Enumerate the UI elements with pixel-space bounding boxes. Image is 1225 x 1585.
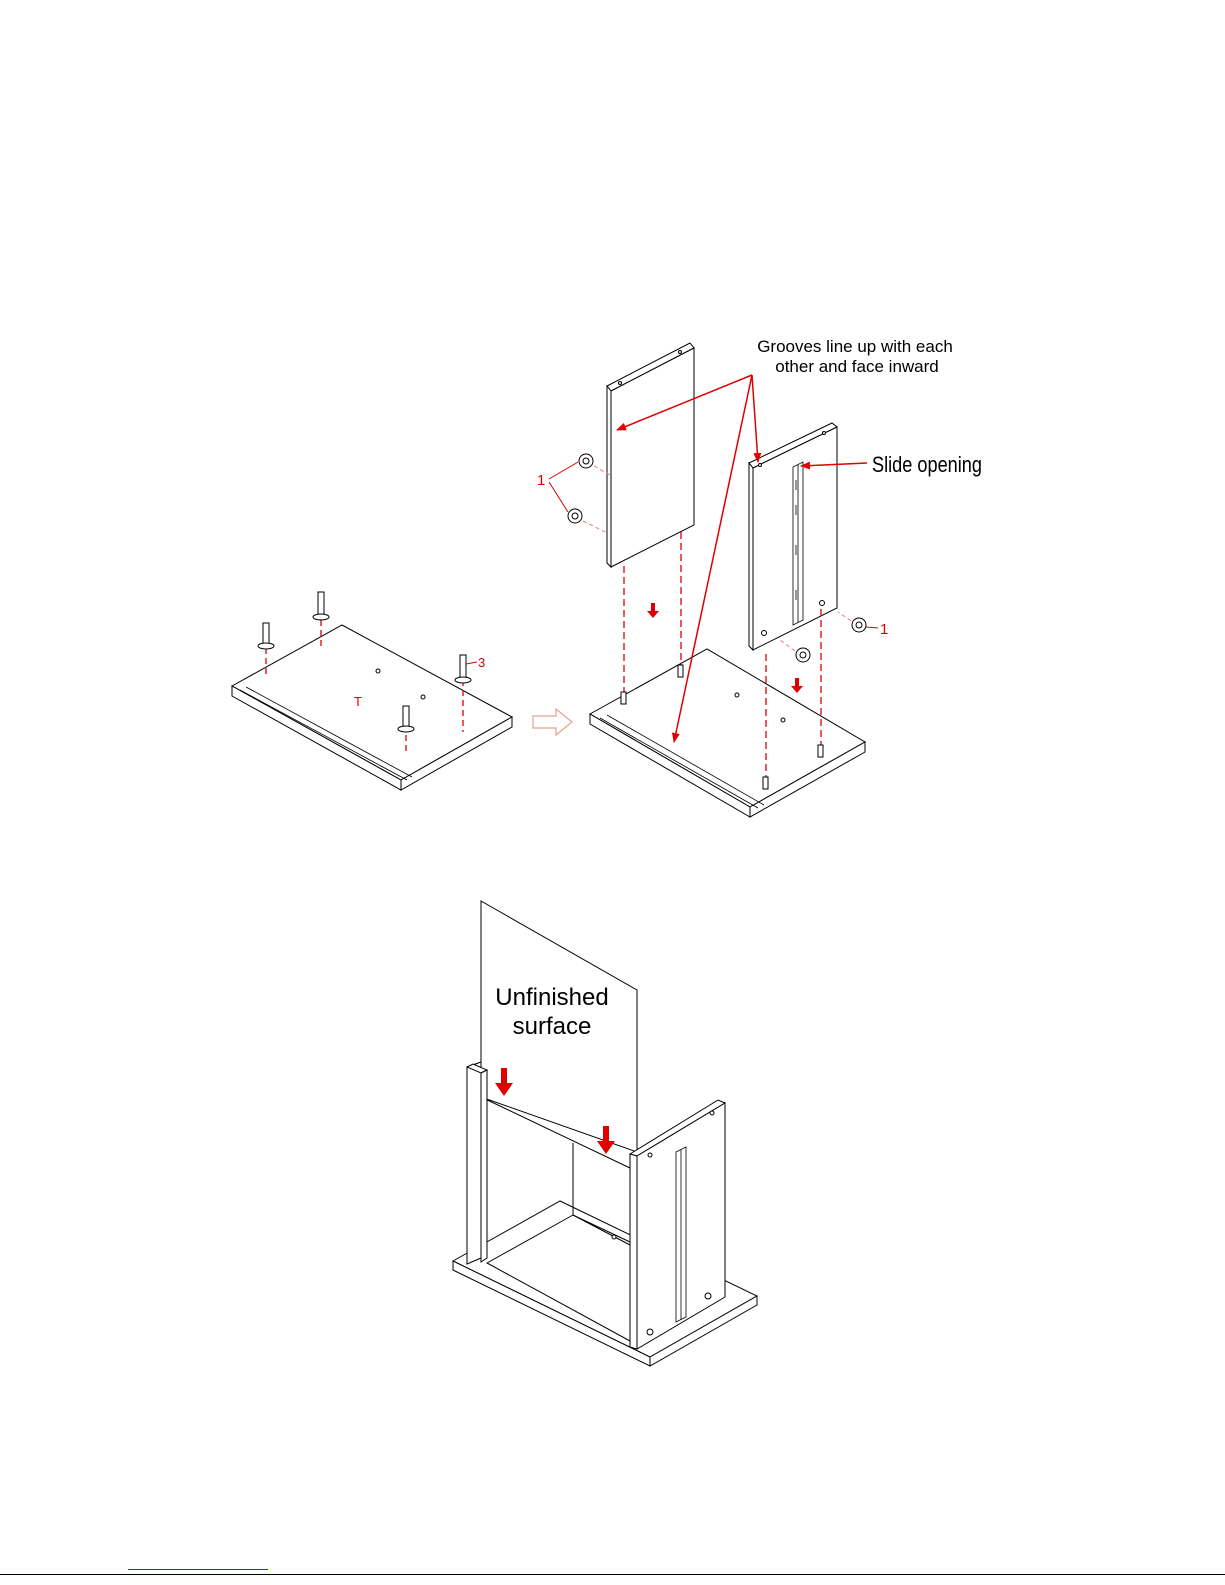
top-mark-label: T	[354, 694, 362, 709]
slide-opening-callout: Slide opening	[872, 452, 982, 477]
bottom-panel-left	[232, 625, 512, 790]
footer-rule	[0, 1574, 1225, 1575]
drawer-slide-icon	[676, 1147, 686, 1322]
cam-lock-label: 1	[537, 472, 545, 489]
bottom-panel-right	[590, 649, 865, 817]
footer-link-underline	[128, 1569, 268, 1570]
grooves-callout-line2: other and face inward	[775, 357, 939, 376]
cam-lock-label-right: 1	[880, 621, 888, 638]
unfinished-callout-line1: Unfinished	[495, 984, 608, 1011]
unfinished-callout-line2: surface	[513, 1013, 592, 1040]
grooves-callout-line1: Grooves line up with each	[757, 337, 953, 356]
drawer-slide-icon	[793, 462, 803, 625]
dowel-label: 3	[478, 655, 485, 670]
step-arrow-icon	[533, 709, 572, 735]
